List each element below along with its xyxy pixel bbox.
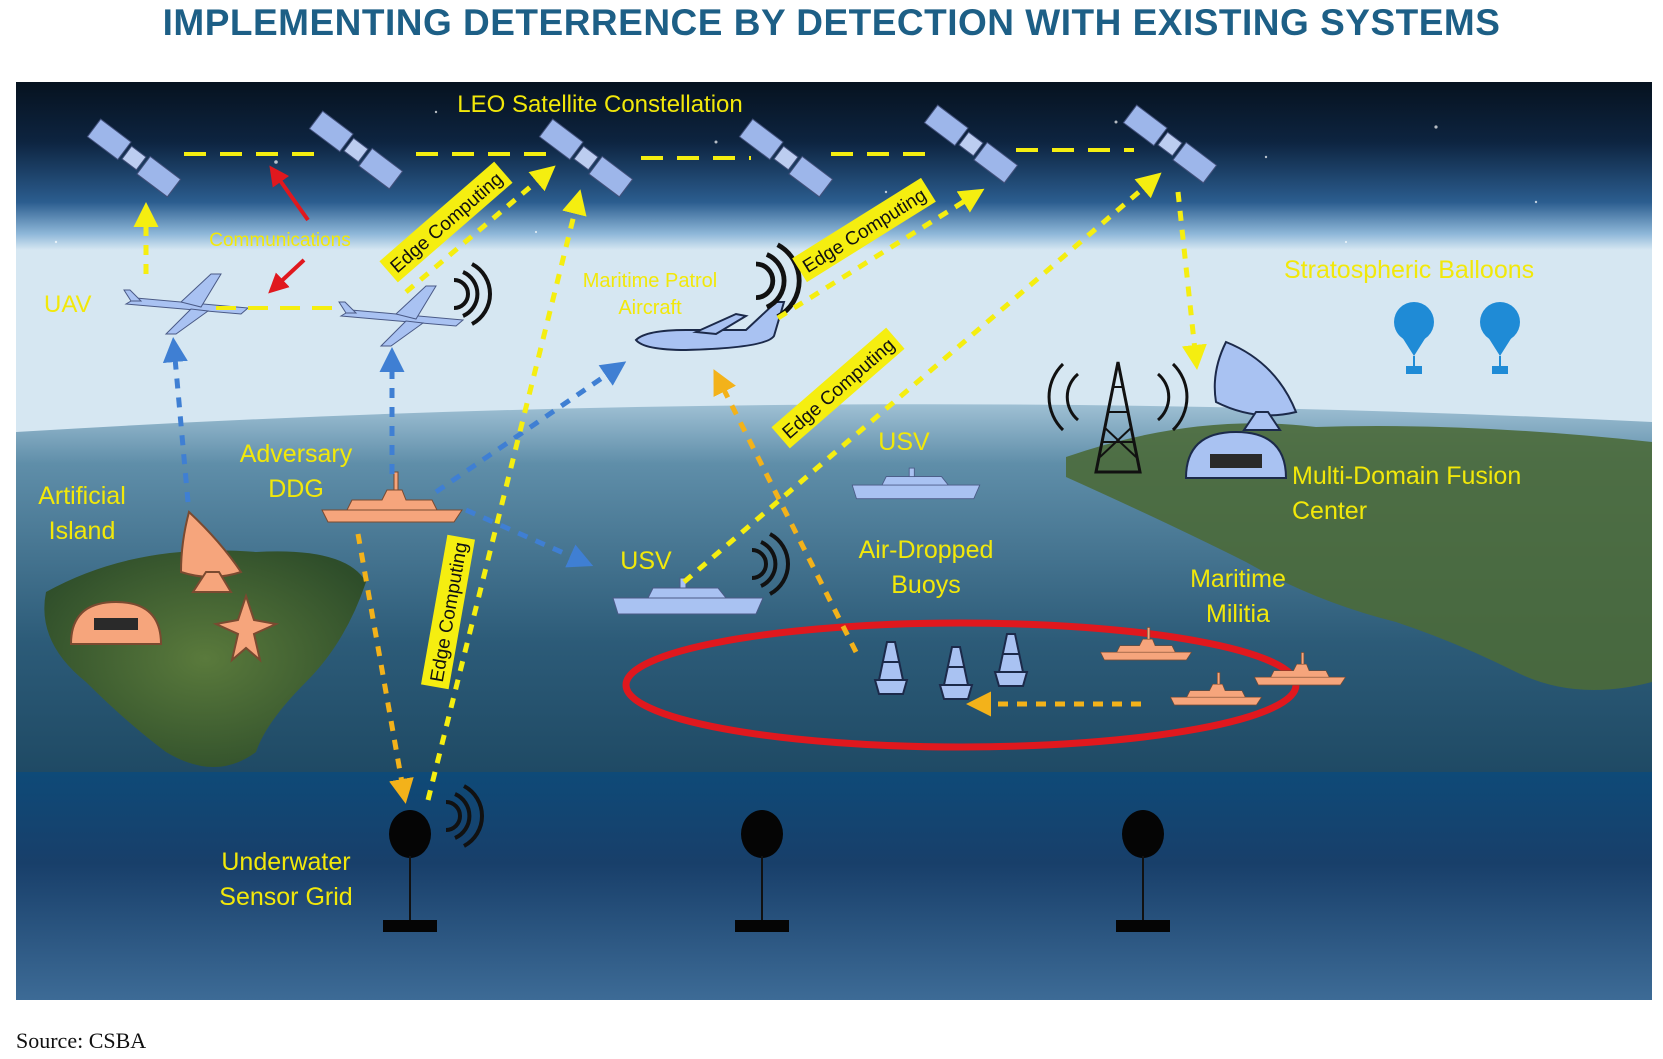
satellite-crosslinks: [184, 148, 1134, 160]
sensor-cueing-links: [355, 369, 1141, 804]
stratospheric-balloons-label: Stratospheric Balloons: [1284, 256, 1534, 284]
maritime-patrol-aircraft-label: Aircraft: [618, 297, 682, 319]
maritime-militia-label: Maritime: [1190, 565, 1286, 593]
fusion-center-building-icon: [1184, 430, 1288, 479]
island-hangar-icon: [69, 600, 163, 645]
fusion-center-label: Multi-Domain Fusion: [1292, 462, 1521, 490]
underwater-sensor-grid-label: Sensor Grid: [219, 883, 352, 911]
artificial-island-label: Artificial: [38, 482, 126, 510]
stars: [54, 110, 1538, 283]
maritime-militia-label: Militia: [1206, 600, 1270, 628]
deterrence-diagram: Edge Computing Edge Computing Edge Compu…: [16, 82, 1652, 1000]
communications-label: Communications: [209, 230, 351, 251]
air-dropped-buoys-label: Buoys: [891, 571, 960, 599]
air-dropped-buoys-label: Air-Dropped: [859, 536, 994, 564]
balloon-icon: [1480, 302, 1520, 374]
uav-label: UAV: [44, 291, 92, 318]
leo-constellation-label: LEO Satellite Constellation: [457, 91, 743, 118]
leo-constellation: [86, 104, 1218, 198]
island-aircraft-icon: [212, 592, 280, 663]
adversary-ddg-label: Adversary: [240, 440, 353, 468]
maritime-patrol-aircraft-icon: [634, 301, 786, 352]
satellite-dish-icon: [1213, 340, 1298, 431]
island-radar-icon: [179, 510, 243, 593]
maritime-patrol-aircraft-label: Maritime Patrol: [583, 270, 717, 292]
fusion-center-label: Center: [1292, 497, 1367, 525]
usv-label: USV: [878, 428, 930, 456]
satellite-uplinks: [133, 165, 1207, 801]
communications-arrow: [269, 165, 310, 222]
usv-label: USV: [620, 547, 672, 575]
deep-water-background: [16, 772, 1652, 1000]
mainland: [1066, 423, 1652, 690]
adversary-ddg-label: DDG: [268, 475, 324, 503]
adversary-detection-links: [162, 337, 627, 568]
communications-arrow: [268, 258, 306, 294]
underwater-sensor-grid-label: Underwater: [221, 848, 350, 876]
page-title: IMPLEMENTING DETERRENCE BY DETECTION WIT…: [162, 2, 1501, 43]
source-note: Source: CSBA: [16, 1028, 147, 1053]
artificial-island-label: Island: [49, 517, 116, 545]
comms-tower-icon: [1047, 361, 1189, 474]
balloon-icon: [1394, 302, 1434, 374]
